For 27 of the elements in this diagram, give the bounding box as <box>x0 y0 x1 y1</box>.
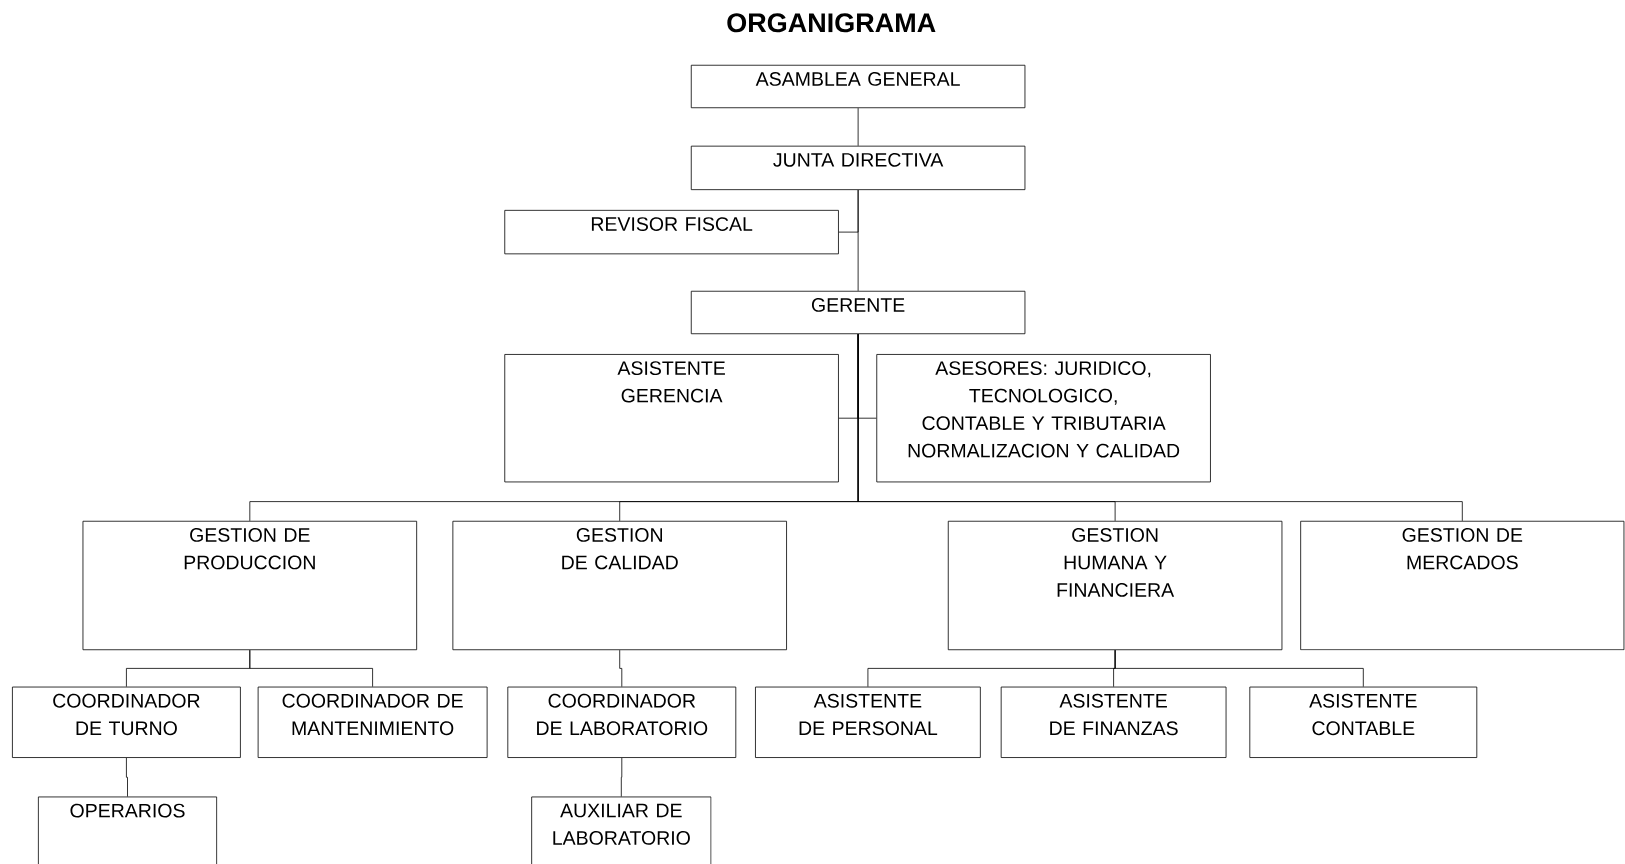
org-box: OPERARIOS <box>37 796 218 864</box>
org-box: GESTION DE CALIDAD <box>452 520 787 651</box>
org-box: ASISTENTE DE FINANZAS <box>1000 686 1227 758</box>
org-box: GERENTE <box>690 290 1026 335</box>
org-box: REVISOR FISCAL <box>504 209 839 255</box>
org-box: JUNTA DIRECTIVA <box>690 145 1026 191</box>
connector-line <box>249 649 373 688</box>
org-box: ASAMBLEA GENERAL <box>690 64 1026 109</box>
org-box: COORDINADOR DE MANTENIMIENTO <box>257 686 488 758</box>
title: ORGANIGRAMA <box>727 13 936 33</box>
connector-line <box>857 333 1463 522</box>
org-box: GESTION HUMANA Y FINANCIERA <box>947 520 1283 651</box>
connector-line <box>1114 649 1364 688</box>
connector-line <box>857 107 859 147</box>
org-box: AUXILIAR DE LABORATORIO <box>531 796 712 864</box>
connector-line <box>619 649 623 688</box>
org-box: ASISTENTE DE PERSONAL <box>755 686 981 758</box>
org-box: ASISTENTE CONTABLE <box>1249 686 1478 758</box>
org-box: COORDINADOR DE LABORATORIO <box>507 686 737 758</box>
connector-line <box>838 189 859 233</box>
org-box: COORDINADOR DE TURNO <box>12 686 241 758</box>
connector-line <box>126 757 128 797</box>
connector-line <box>620 757 623 797</box>
org-box: ASISTENTE GERENCIA <box>504 354 839 483</box>
org-box: ASESORES: JURIDICO, TECNOLOGICO, CONTABLE Y TRIBUTARIA NORMALIZACION Y CALIDAD <box>876 354 1211 483</box>
org-box: GESTION DE PRODUCCION <box>82 520 418 651</box>
org-box: GESTION DE MERCADOS <box>1300 520 1625 651</box>
